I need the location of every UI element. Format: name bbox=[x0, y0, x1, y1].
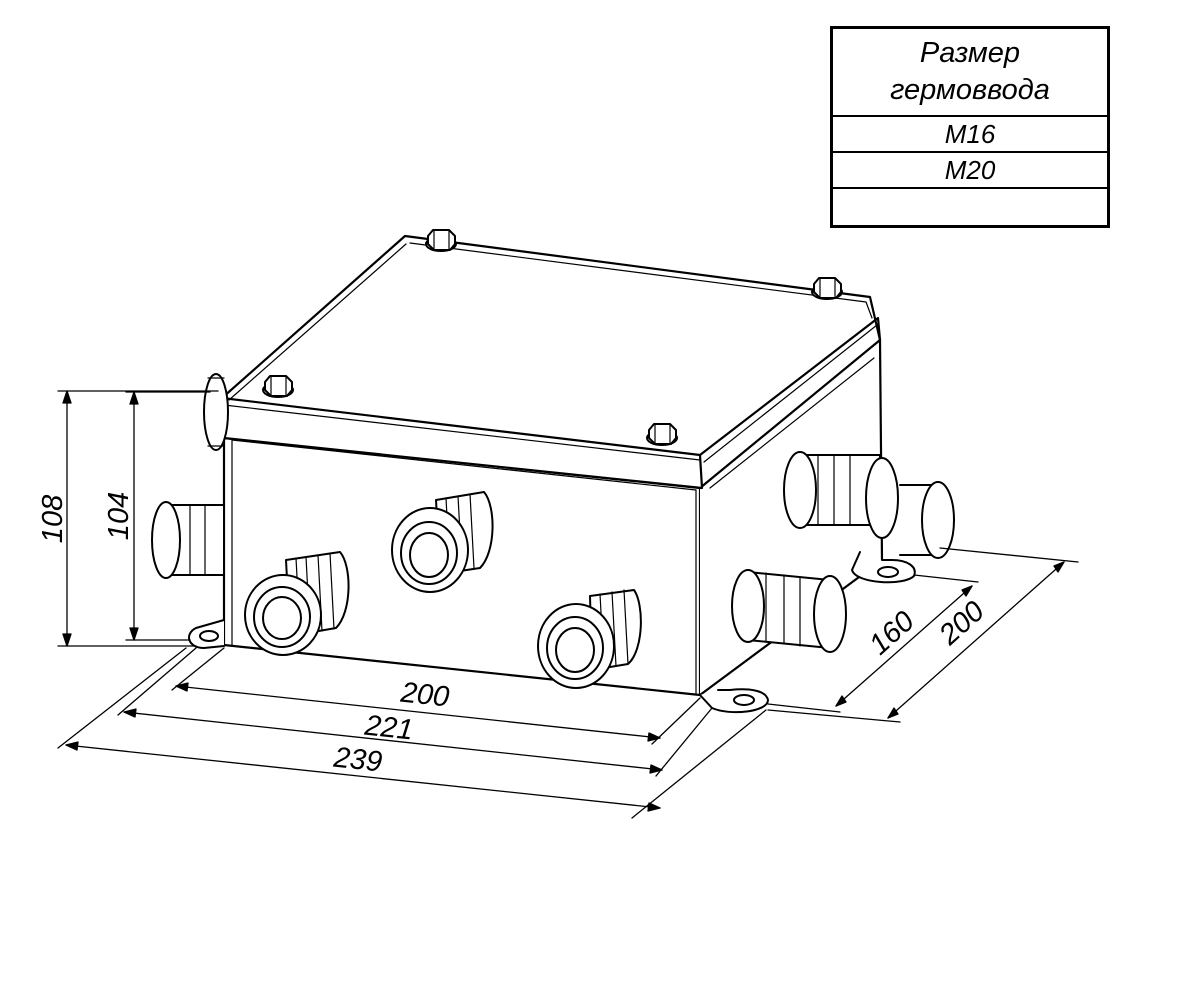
lid-bolt bbox=[425, 229, 457, 252]
cable-gland bbox=[899, 481, 955, 559]
cable-gland bbox=[244, 551, 350, 656]
dim-label-width-239: 239 bbox=[331, 742, 383, 779]
gland-size-table-header: Размер гермоввода bbox=[833, 29, 1107, 117]
dim-label-depth-160: 160 bbox=[863, 605, 920, 661]
dim-label-height-108: 108 bbox=[37, 495, 69, 543]
dim-label-width-221: 221 bbox=[362, 710, 414, 747]
table-header-line-1: Размер bbox=[919, 37, 1021, 69]
lid-bolt bbox=[262, 375, 294, 398]
cable-gland bbox=[731, 569, 847, 653]
gland-size-table: Размер гермоввода M16 M20 bbox=[830, 26, 1110, 228]
cable-gland bbox=[391, 491, 494, 593]
cable-gland bbox=[203, 373, 229, 451]
dimension-lines bbox=[57, 390, 1079, 819]
lid-bolt bbox=[811, 277, 843, 300]
table-header-line-2: гермоввода bbox=[890, 74, 1050, 106]
lid-bolt bbox=[646, 423, 678, 446]
dim-label-width-200: 200 bbox=[398, 677, 450, 714]
cable-gland bbox=[783, 451, 899, 539]
dim-label-height-104: 104 bbox=[103, 492, 135, 540]
mounting-foot bbox=[699, 688, 769, 714]
dim-label-depth-200: 200 bbox=[933, 595, 991, 652]
mounting-foot bbox=[851, 551, 916, 584]
table-row: M16 bbox=[833, 117, 1107, 153]
table-row: M20 bbox=[833, 153, 1107, 189]
mounting-foot bbox=[188, 619, 225, 649]
cable-gland bbox=[537, 589, 642, 689]
cable-gland bbox=[151, 501, 225, 579]
